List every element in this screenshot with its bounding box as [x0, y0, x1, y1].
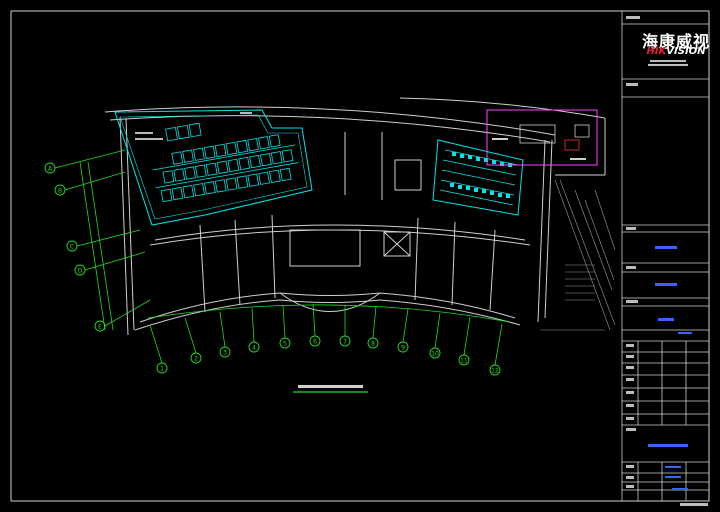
desk-row-group: [152, 122, 299, 203]
axis-label-9: 9: [401, 345, 405, 352]
axis-bubble-1: [156, 362, 168, 374]
axis-label-10: 10: [431, 351, 439, 358]
axis-label-5: 5: [283, 341, 287, 348]
axis-label-2: 2: [194, 356, 198, 363]
axis-label-1: 1: [160, 366, 164, 373]
axis-line-8: [372, 305, 377, 339]
axis-grid-lines: [54, 149, 503, 366]
brand-name-cn: 海康威视: [641, 32, 710, 51]
axis-label-7: 7: [343, 339, 347, 346]
dimension-chain: [79, 161, 511, 331]
axis-label-3: 3: [223, 350, 227, 357]
brand-en-suffix: VISION: [666, 46, 706, 57]
axis-line-9: [402, 308, 409, 343]
axis-line-3: [219, 311, 226, 348]
axis-label-4: 4: [252, 345, 256, 352]
axis-line-2: [184, 317, 197, 354]
axis-bubble-4: [248, 341, 260, 353]
axis-bubble-5: [279, 337, 291, 349]
building-walls: [104, 97, 606, 336]
axis-label-C: C: [70, 244, 74, 251]
title-block-small-marks: [626, 16, 708, 506]
axis-line-B: [64, 171, 126, 191]
axis-line-6: [312, 303, 316, 337]
axis-bubble-7: [339, 335, 351, 347]
axis-bubble-D: [74, 264, 86, 276]
axis-label-11: 11: [460, 358, 468, 365]
axis-label-8: 8: [371, 341, 375, 348]
equipment-room-right: [432, 109, 598, 216]
axis-label-6: 6: [313, 339, 317, 346]
title-block-blue-notes: [648, 246, 692, 490]
axis-line-12: [494, 323, 503, 366]
axis-label-E: E: [98, 324, 102, 331]
axis-line-C: [76, 229, 141, 247]
axis-line-1: [149, 324, 163, 364]
axis-bubble-11: [458, 354, 470, 366]
brand-logo-hikvision: HIKVISION: [640, 46, 712, 57]
drawing-frame: [10, 10, 710, 502]
axis-bubble-C: [66, 240, 78, 252]
title-block: [621, 11, 709, 501]
axis-bubble-9: [397, 341, 409, 353]
axis-bubble-3: [219, 346, 231, 358]
axis-line-4: [251, 307, 255, 343]
axis-label-D: D: [78, 268, 83, 275]
axis-label-A: A: [48, 166, 53, 173]
console-area: [486, 109, 598, 166]
stair-hatch: [540, 179, 616, 331]
axis-bubble-A: [44, 162, 56, 174]
axis-bubble-B: [54, 184, 66, 196]
axis-label-12: 12: [491, 368, 499, 375]
axis-bubble-12: [489, 364, 501, 376]
axis-line-A: [54, 149, 126, 169]
axis-line-D: [84, 251, 146, 271]
axis-bubble-6: [309, 335, 321, 347]
axis-bubble-2: [190, 352, 202, 364]
axis-label-B: B: [58, 188, 62, 195]
control-room-left: [114, 109, 313, 226]
axis-line-E: [104, 299, 151, 327]
axis-bubble-E: [94, 320, 106, 332]
control-room-left-notes: [135, 112, 252, 140]
axis-line-10: [434, 312, 441, 349]
rack-row-marks: [450, 152, 512, 198]
axis-bubble-10: [429, 347, 441, 359]
brand-en-prefix: HIK: [646, 46, 667, 57]
axis-bubble-8: [367, 337, 379, 349]
drawing-caption-marks: [298, 385, 363, 388]
axis-line-11: [463, 316, 471, 356]
axis-line-5: [282, 304, 286, 339]
